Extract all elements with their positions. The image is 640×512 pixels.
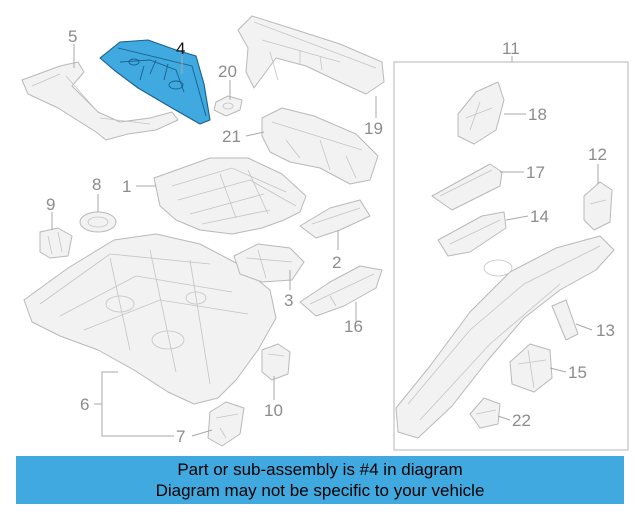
callout-17: 17 — [526, 163, 545, 182]
callout-21: 21 — [222, 127, 241, 146]
group-11-box — [393, 61, 629, 451]
callout-12: 12 — [588, 145, 607, 164]
callout-5: 5 — [68, 27, 77, 46]
part-1-pan[interactable] — [153, 157, 307, 235]
callout-19: 19 — [364, 119, 383, 138]
callout-14: 14 — [530, 207, 549, 226]
part-6-floor-pan[interactable] — [23, 233, 277, 405]
leader-lines — [51, 44, 599, 437]
part-21-reinforcement[interactable] — [261, 107, 379, 185]
callout-10: 10 — [264, 401, 283, 420]
part-5-crossmember[interactable] — [21, 61, 179, 141]
part-2-bracket[interactable] — [299, 199, 371, 239]
callout-16: 16 — [344, 317, 363, 336]
part-7-bracket[interactable] — [207, 401, 245, 447]
callout-labels: 5 4 20 19 21 1 8 9 2 3 16 10 6 7 11 18 1… — [46, 27, 615, 446]
banner-line-1: Part or sub-assembly is #4 in diagram — [177, 460, 463, 479]
callout-22: 22 — [512, 411, 531, 430]
part-13-plate[interactable] — [551, 299, 579, 341]
part-9-bracket[interactable] — [39, 227, 73, 259]
part-3-bracket[interactable] — [233, 243, 305, 283]
callout-4: 4 — [176, 39, 185, 58]
callout-15: 15 — [568, 363, 587, 382]
part-8-grommet[interactable] — [79, 211, 117, 233]
part-4-bracket[interactable] — [99, 39, 211, 125]
callout-20: 20 — [218, 62, 237, 81]
part-14-bracket[interactable] — [437, 211, 507, 257]
part-11-side-member[interactable] — [395, 235, 615, 439]
part-17-channel[interactable] — [431, 163, 503, 211]
part-15-bracket[interactable] — [509, 343, 553, 393]
callout-18: 18 — [528, 105, 547, 124]
banner-line-2: Diagram may not be specific to your vehi… — [155, 481, 485, 500]
part-12-bracket[interactable] — [583, 181, 613, 231]
part-20-plug[interactable] — [213, 95, 243, 117]
info-banner: Part or sub-assembly is #4 in diagram Di… — [16, 456, 624, 504]
callout-1: 1 — [122, 177, 131, 196]
callout-11: 11 — [502, 39, 520, 58]
part-16-rail[interactable] — [299, 265, 383, 317]
callout-3: 3 — [284, 291, 293, 310]
callout-7: 7 — [176, 427, 185, 446]
callout-9: 9 — [46, 195, 55, 214]
part-19-rail[interactable] — [237, 15, 385, 95]
callout-13: 13 — [596, 321, 615, 340]
part-10-bracket[interactable] — [261, 343, 291, 381]
callout-6: 6 — [80, 395, 89, 414]
callout-2: 2 — [332, 253, 341, 272]
part-22-bracket[interactable] — [469, 397, 501, 429]
part-18-bracket[interactable] — [457, 81, 505, 145]
callout-8: 8 — [92, 175, 101, 194]
